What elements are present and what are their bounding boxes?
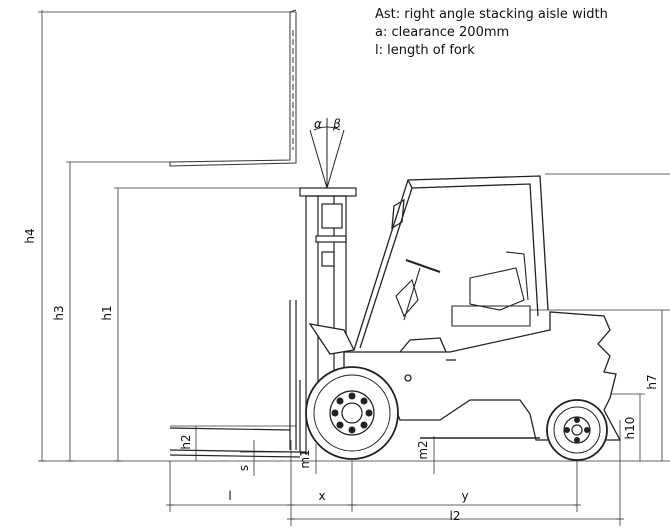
rear-wheel [546,399,608,461]
label-l: l [228,489,231,503]
height-dimension-lines [38,10,670,476]
legend-ast: Ast: right angle stacking aisle width [375,7,608,22]
label-s: s [237,465,251,471]
label-alpha: α [314,117,322,131]
label-h1: h1 [100,305,114,320]
label-h7: h7 [645,374,659,389]
length-dimension-lines [166,420,624,526]
legend: Ast: right angle stacking aisle width a:… [375,6,608,60]
fork-carriage [169,300,306,458]
legend-a: a: clearance 200mm [375,25,510,40]
steering-and-seat [395,251,531,327]
overhead-guard [353,175,549,351]
raised-fork-outline [169,9,297,167]
legend-l: l: length of fork [375,43,475,58]
label-h3: h3 [52,305,66,320]
label-m2: m2 [416,440,430,459]
mast [299,187,357,455]
label-l2: l2 [450,509,461,523]
front-wheel [305,366,399,460]
label-beta: β [332,117,341,131]
label-m1: m1 [298,449,312,468]
label-h4: h4 [23,228,37,243]
dimension-labels: h4 h3 h1 h2 s m1 m2 h7 h10 l x y l2 α β [23,117,659,523]
right-dimension-lines [530,173,670,461]
label-x: x [318,489,325,503]
label-y: y [461,489,468,503]
label-h2: h2 [179,434,193,449]
tilt-angle-indicator [309,118,345,189]
label-h10: h10 [623,417,637,440]
